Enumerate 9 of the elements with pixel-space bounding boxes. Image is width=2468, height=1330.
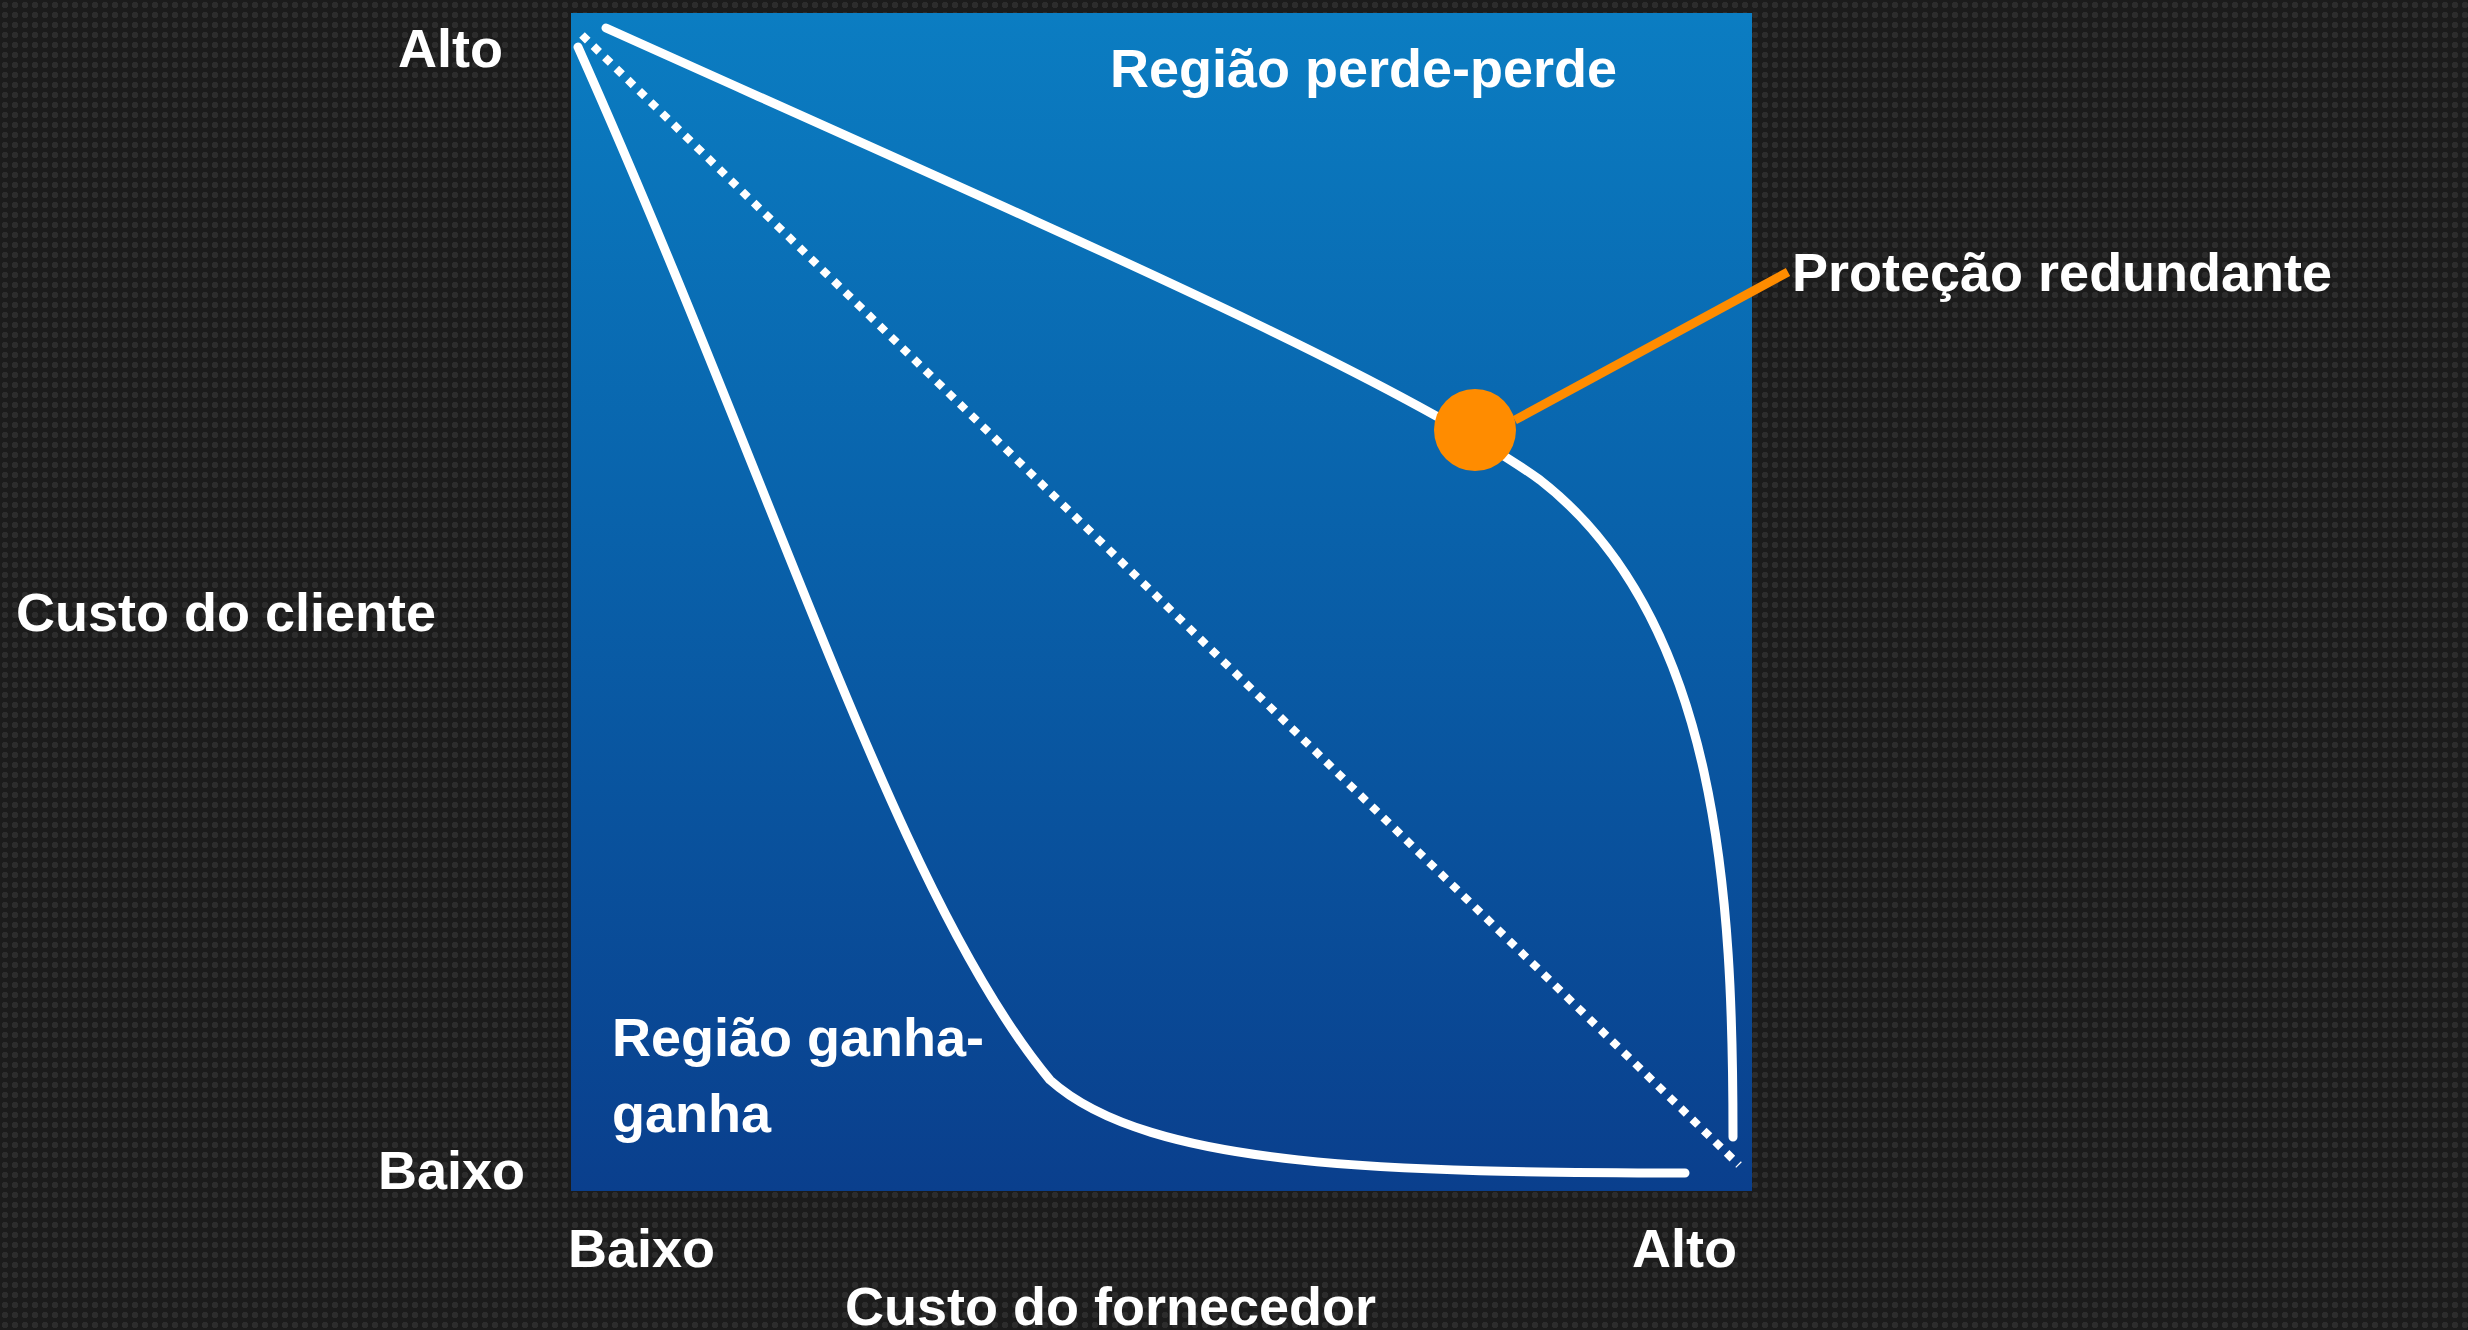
axis-title: Custo do fornecedor [845, 1275, 1376, 1330]
region-label: Região ganha-ganha [612, 1006, 986, 1145]
region-label: Região perde-perde [1110, 37, 1618, 100]
axis-tick-label: Alto [1632, 1217, 1737, 1280]
axis-tick-label: Baixo [378, 1139, 526, 1202]
axis-tick-label: Baixo [568, 1217, 716, 1280]
axis-title: Custo do cliente [16, 581, 437, 644]
axis-tick-label: Alto [398, 17, 503, 80]
callout-label: Proteção redundante [1792, 240, 2432, 304]
